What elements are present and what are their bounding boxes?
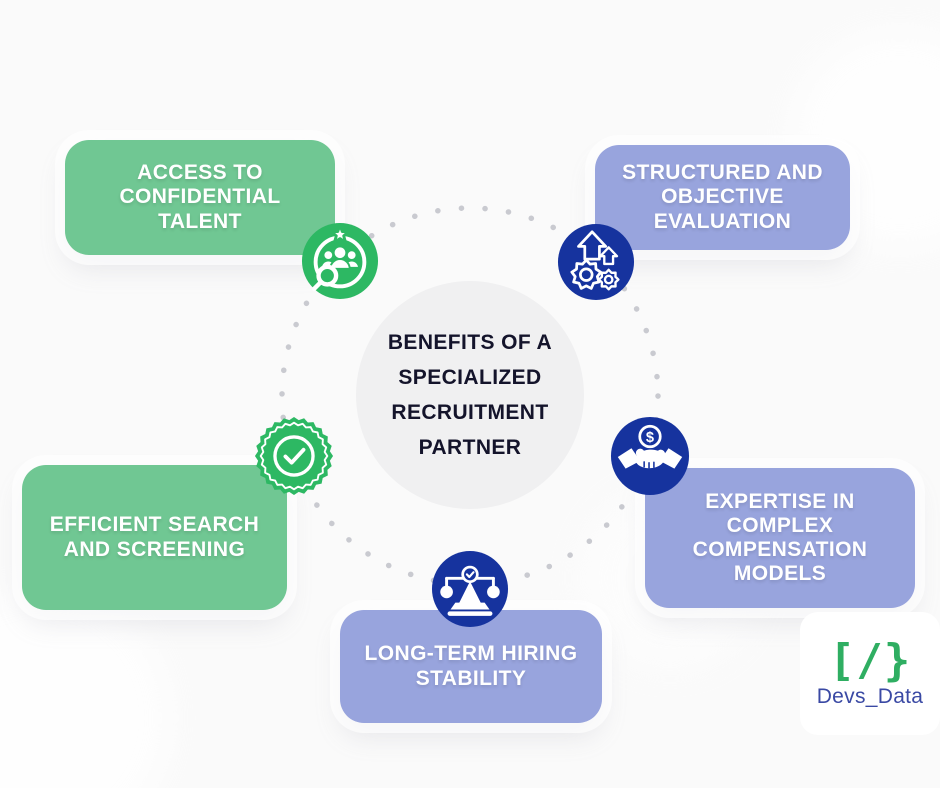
balance-scale-icon [431, 550, 509, 628]
brand-logo-glyph: [/} [828, 634, 912, 686]
talent-search-icon [301, 222, 379, 300]
benefit-card-efficient-search-screening: EFFICIENT SEARCH AND SCREENING [22, 465, 287, 610]
growth-gears-icon [557, 223, 635, 301]
page-title-line: SPECIALIZED [398, 366, 542, 389]
brand-logo: [/} Devs_Data [800, 612, 940, 735]
handshake-coin-icon: $ [610, 416, 690, 496]
page-title-line: PARTNER [418, 436, 522, 459]
benefit-card-access-confidential-talent: ACCESS TO CONFIDENTIAL TALENT [65, 140, 335, 255]
center-title-circle: BENEFITS OF A SPECIALIZED RECRUITMENT PA… [356, 281, 584, 509]
page-title-line: BENEFITS OF A [387, 331, 553, 354]
benefit-card-structured-objective-evaluation: STRUCTURED AND OBJECTIVE EVALUATION [595, 145, 850, 250]
verified-badge-icon [254, 416, 334, 496]
benefit-card-long-term-hiring-stability: LONG-TERM HIRING STABILITY [340, 610, 602, 723]
brand-logo-text: Devs_Data [816, 684, 924, 708]
dollar-sign: $ [646, 430, 654, 446]
benefit-card-expertise-compensation-models: EXPERTISE IN COMPLEX COMPENSATION MODELS [645, 468, 915, 608]
page-title-line: RECRUITMENT [391, 401, 549, 424]
